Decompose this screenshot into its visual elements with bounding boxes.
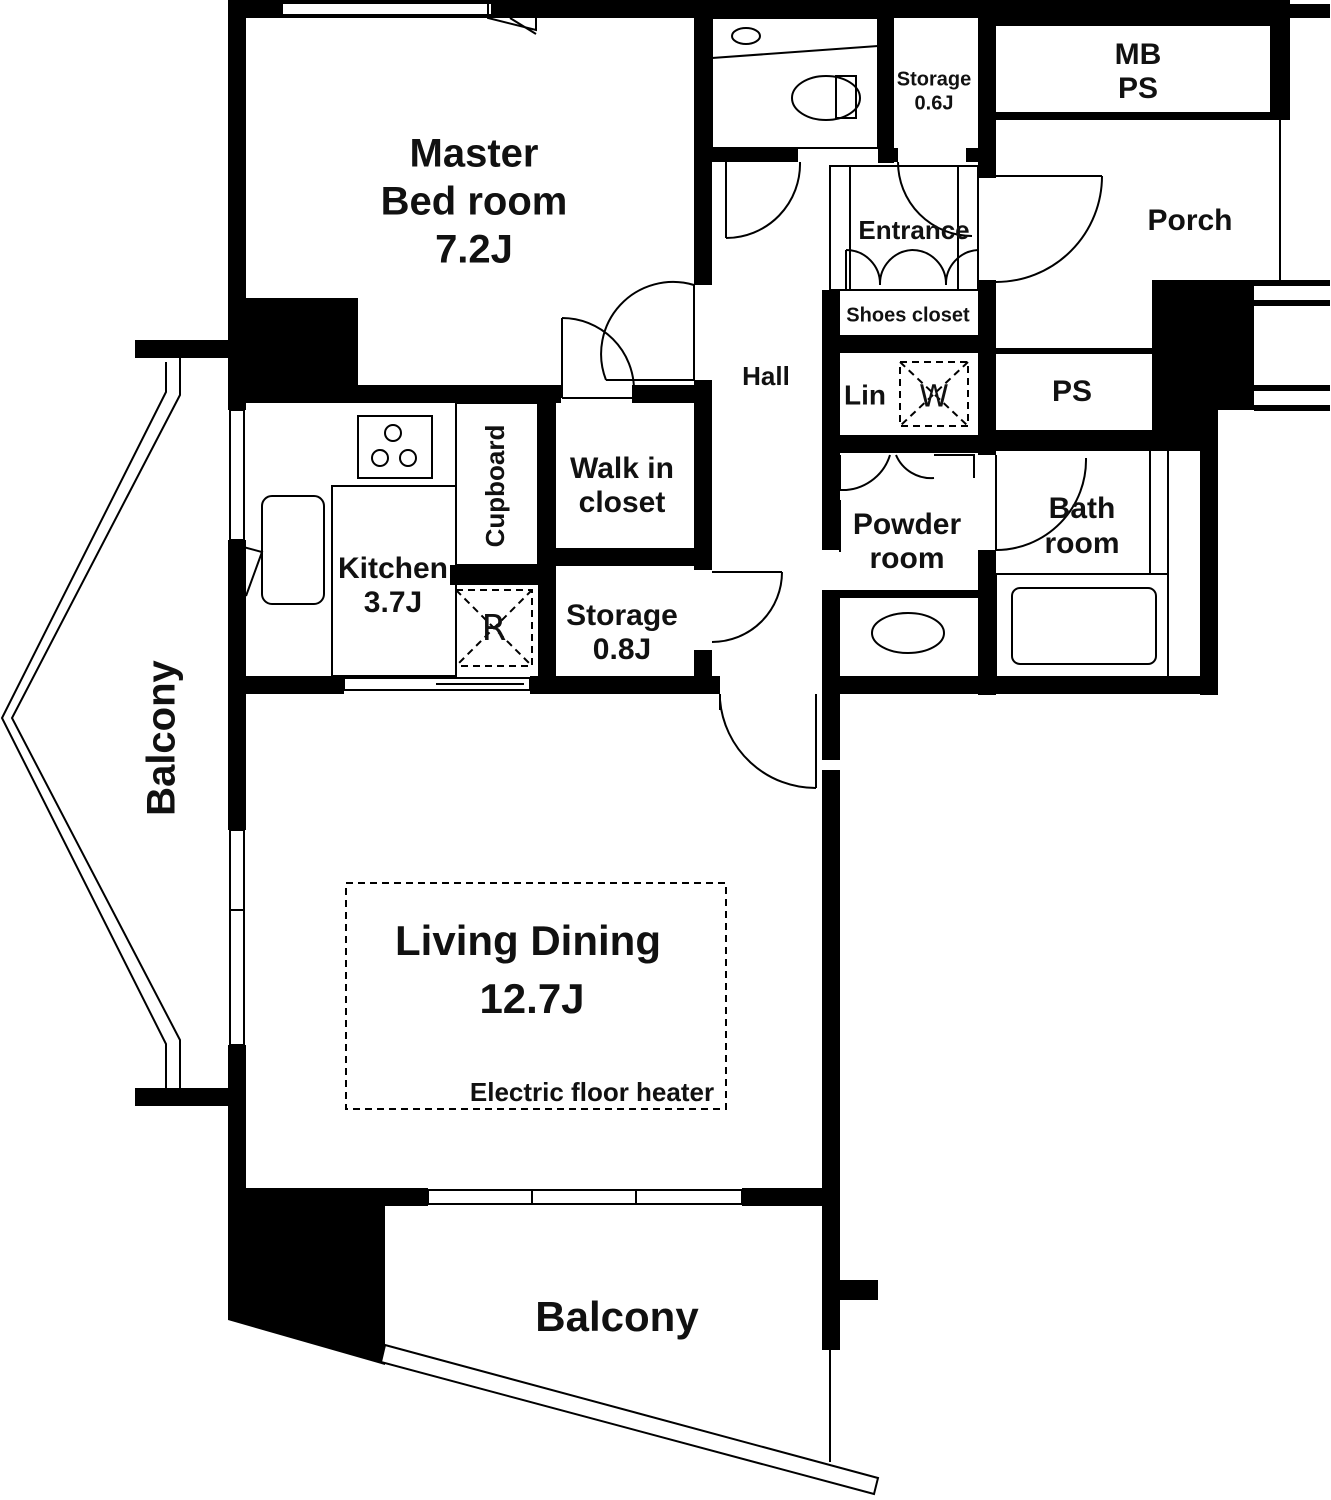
floor-heater-note: Electric floor heater <box>470 1077 714 1107</box>
shoes-closet-label: Shoes closet <box>846 304 970 326</box>
walls <box>228 0 1330 1365</box>
balcony-bottom-label: Balcony <box>535 1293 699 1340</box>
ps-label-right: PS <box>1052 375 1092 408</box>
ps-label-top: PS <box>1118 72 1158 105</box>
fridge-symbol: R <box>481 608 506 649</box>
powder-room-label-2: room <box>870 542 945 575</box>
master-bedroom-label-1: Master <box>410 132 539 176</box>
walk-in-closet-label-2: closet <box>579 486 666 519</box>
entrance-label: Entrance <box>858 215 969 245</box>
room-labels: Master Bed room 7.2J Storage 0.6J MB PS … <box>140 38 1233 1340</box>
fixtures <box>261 17 1281 1110</box>
doors <box>231 2 1103 790</box>
walk-in-closet-label-1: Walk in <box>570 452 674 485</box>
bath-room-label-2: room <box>1045 527 1120 560</box>
windows <box>229 2 743 1205</box>
balcony-left-label: Balcony <box>140 659 184 815</box>
porch-label: Porch <box>1147 204 1232 237</box>
storage-top-label: Storage <box>897 68 971 90</box>
living-dining-size: 12.7J <box>479 975 584 1022</box>
master-bedroom-size: 7.2J <box>435 228 513 272</box>
kitchen-label: Kitchen <box>338 552 448 585</box>
living-dining-label: Living Dining <box>395 917 661 964</box>
balcony-bottom-outline <box>379 1343 880 1496</box>
powder-room-label-1: Powder <box>853 508 962 541</box>
balcony-left-outline <box>0 340 235 1106</box>
mb-label: MB <box>1115 38 1162 71</box>
bath-room-label-1: Bath <box>1049 492 1116 525</box>
master-bedroom-label-2: Bed room <box>381 180 568 224</box>
washer-symbol: W <box>919 380 949 415</box>
storage-mid-label: Storage <box>566 599 678 632</box>
storage-top-size: 0.6J <box>915 92 954 114</box>
lin-label: Lin <box>844 379 886 410</box>
storage-mid-size: 0.8J <box>593 633 651 666</box>
cupboard-label: Cupboard <box>480 425 510 548</box>
hall-label: Hall <box>742 361 790 391</box>
kitchen-size: 3.7J <box>364 586 422 619</box>
